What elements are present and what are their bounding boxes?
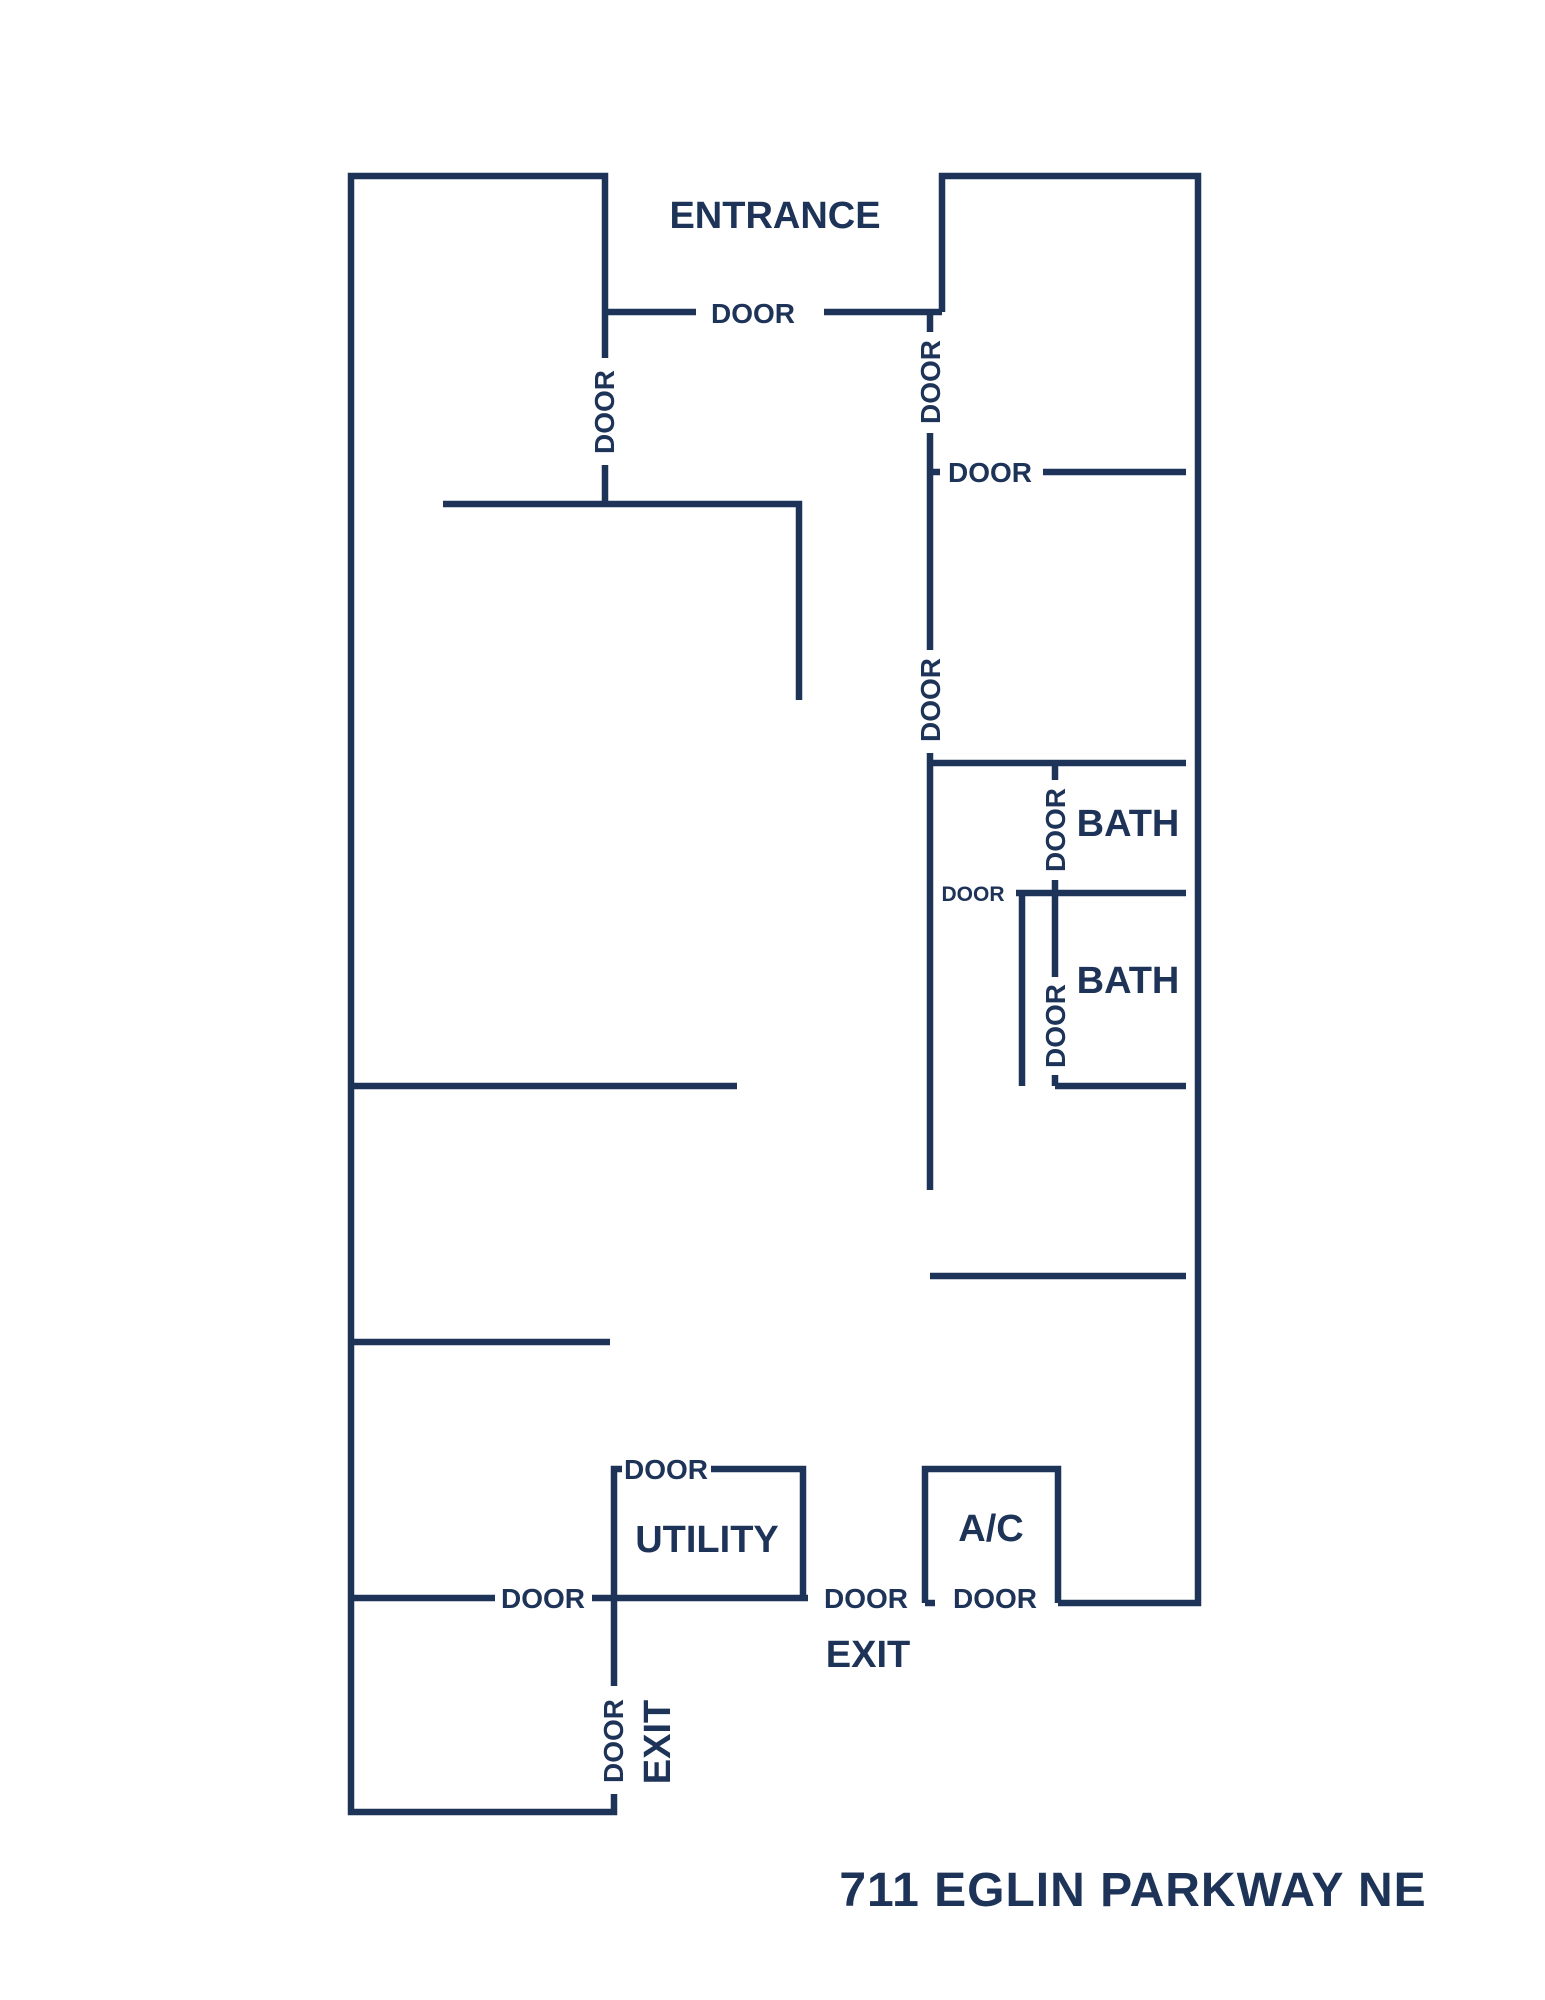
walls bbox=[347, 172, 1202, 1816]
exit-label-side: EXIT bbox=[637, 1700, 679, 1784]
outer-wall-left bbox=[347, 172, 618, 1816]
door-label-vestibule-right: DOOR bbox=[915, 340, 946, 424]
address-label: 711 EGLIN PARKWAY NE bbox=[839, 1864, 1426, 1917]
door-label-corridor: DOOR bbox=[915, 658, 946, 742]
door-label-exit: DOOR bbox=[824, 1583, 908, 1614]
ac-room-wall bbox=[921, 1465, 1062, 1603]
bath-label-lower: BATH bbox=[1077, 960, 1180, 1002]
outer-wall-right bbox=[938, 172, 1202, 1607]
door-label-side-exit: DOOR bbox=[598, 1699, 629, 1783]
door-label-vestibule-left: DOOR bbox=[589, 370, 620, 454]
utility-room-wall-right bbox=[711, 1465, 807, 1598]
bath-label-upper: BATH bbox=[1077, 803, 1180, 845]
ac-label: A/C bbox=[958, 1508, 1023, 1550]
door-label-bath-lower: DOOR bbox=[1040, 984, 1071, 1068]
door-label-bath-upper: DOOR bbox=[1040, 788, 1071, 872]
door-label-bath-hall: DOOR bbox=[942, 883, 1005, 906]
door-label-bottom-left: DOOR bbox=[501, 1583, 585, 1614]
utility-room-wall bbox=[610, 1465, 622, 1686]
door-label-utility: DOOR bbox=[624, 1454, 708, 1485]
door-label-entrance: DOOR bbox=[711, 298, 795, 329]
door-label-ac: DOOR bbox=[953, 1583, 1037, 1614]
door-label-right-office: DOOR bbox=[948, 457, 1032, 488]
office-wall bbox=[443, 500, 803, 700]
entrance-label: ENTRANCE bbox=[669, 195, 880, 237]
utility-label: UTILITY bbox=[635, 1519, 779, 1561]
exit-label-bottom: EXIT bbox=[826, 1634, 910, 1676]
